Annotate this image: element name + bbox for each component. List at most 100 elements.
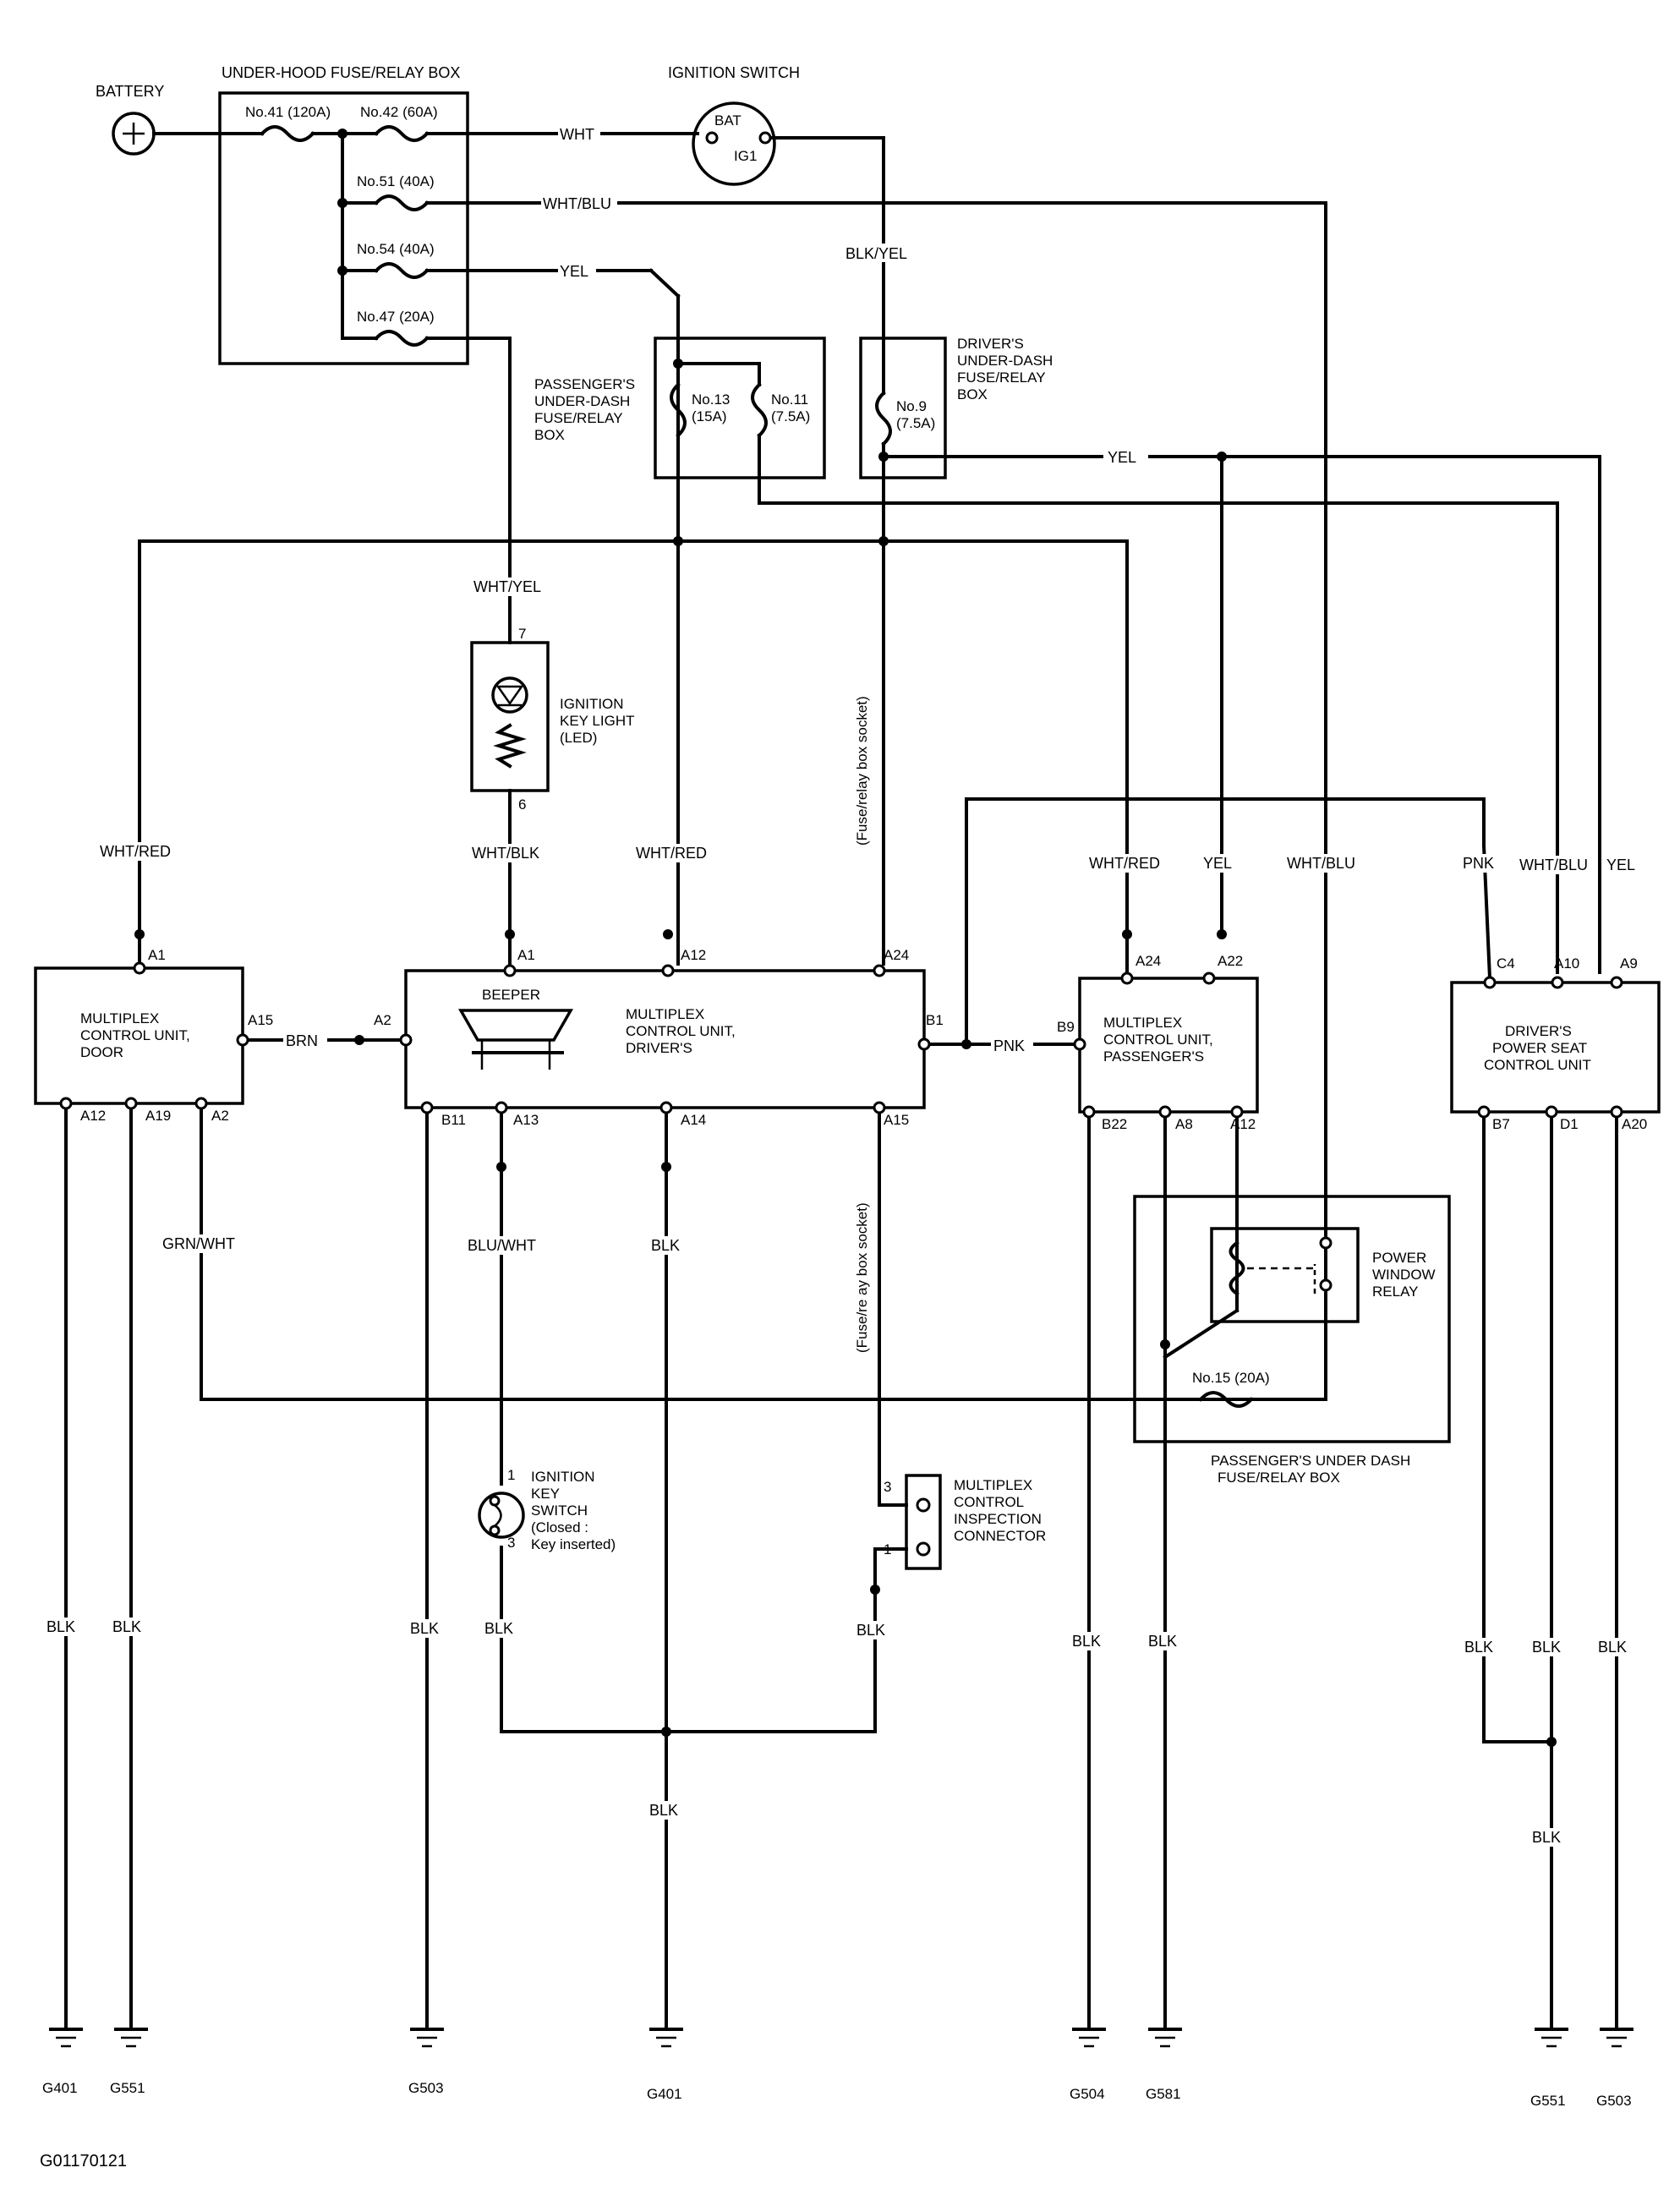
drivers-pin-a24: A24 — [884, 947, 909, 963]
key-switch-label-4: (Closed : — [531, 1519, 588, 1535]
wire-wht-red-right: WHT/RED — [1089, 855, 1160, 872]
ignition-bat-label: BAT — [714, 112, 741, 129]
passengers-unit-label-1: MULTIPLEX — [1103, 1015, 1182, 1031]
battery-symbol — [112, 112, 156, 156]
wire-yel-pass: YEL — [1203, 855, 1232, 872]
inspection-label-2: CONTROL — [954, 1494, 1024, 1510]
wire-blk-6: BLK — [649, 1802, 678, 1819]
wire-grn-wht: GRN/WHT — [162, 1235, 235, 1252]
fuse-13-label: No.13 — [692, 391, 730, 408]
labels: BATTERY UNDER-HOOD FUSE/RELAY BOX No.41 … — [40, 64, 1647, 2170]
wire-wht-blu-pass: WHT/BLU — [1287, 855, 1355, 872]
junctions — [59, 129, 1623, 1747]
fuse-15-label: No.15 (20A) — [1192, 1370, 1270, 1386]
wire-blk-a14: BLK — [651, 1237, 680, 1254]
relay-label-3: RELAY — [1372, 1284, 1419, 1300]
inspection-pin-3: 3 — [884, 1479, 891, 1495]
wire-blk-9: BLK — [1464, 1639, 1493, 1656]
fuse-54-label: No.54 (40A) — [357, 241, 435, 257]
drivers-pin-a15: A15 — [884, 1112, 909, 1128]
drivers-pin-a2: A2 — [374, 1012, 391, 1028]
key-light-label-3: (LED) — [560, 730, 597, 746]
wire-blk-yel: BLK/YEL — [845, 245, 907, 262]
key-switch-pin-1: 1 — [507, 1467, 515, 1483]
wire-blk-3: BLK — [410, 1620, 439, 1637]
wire-blk-12: BLK — [1532, 1829, 1561, 1846]
passengers-pin-a12: A12 — [1230, 1116, 1256, 1132]
wire-wht-red-left: WHT/RED — [100, 843, 171, 860]
door-pin-a12: A12 — [80, 1108, 106, 1124]
fuse-11-rating: (7.5A) — [771, 408, 810, 424]
key-switch-pin-3: 3 — [507, 1535, 515, 1551]
socket-upper-label: (Fuse/relay box socket) — [854, 696, 870, 846]
ground-g503-b: G503 — [1596, 2093, 1632, 2109]
beeper-symbol — [457, 1009, 574, 1042]
passenger-fuse-box-title-4: BOX — [534, 427, 565, 443]
ground-g401-a: G401 — [42, 2080, 78, 2096]
key-light-pin-bottom: 6 — [518, 796, 526, 813]
key-switch-label-1: IGNITION — [531, 1469, 595, 1485]
driver-fuse-box-title-1: DRIVER'S — [957, 336, 1024, 352]
key-switch-symbol — [478, 1492, 525, 1539]
inspection-label-1: MULTIPLEX — [954, 1477, 1032, 1493]
door-pin-a19: A19 — [145, 1108, 171, 1124]
key-light-label-2: KEY LIGHT — [560, 713, 635, 729]
ignition-switch-title: IGNITION SWITCH — [668, 64, 800, 81]
ground-g581: G581 — [1146, 2086, 1181, 2102]
wire-wht-blu-top: WHT/BLU — [543, 195, 611, 212]
wire-yel-top: YEL — [560, 263, 588, 280]
passengers-pin-b22: B22 — [1102, 1116, 1127, 1132]
wire-blk-4: BLK — [484, 1620, 513, 1637]
wire-blk-10: BLK — [1532, 1639, 1561, 1656]
ground-g401-b: G401 — [647, 2086, 682, 2102]
door-pin-a15: A15 — [248, 1012, 273, 1028]
drivers-pin-a1: A1 — [517, 947, 535, 963]
seat-unit-label-3: CONTROL UNIT — [1484, 1057, 1591, 1073]
passengers-pin-b9: B9 — [1057, 1019, 1075, 1035]
door-pin-a2: A2 — [211, 1108, 229, 1124]
fuse-42-label: No.42 (60A) — [360, 104, 438, 120]
socket-lower-label: (Fuse/re ay box socket) — [854, 1202, 870, 1353]
wire-blk-7: BLK — [1072, 1633, 1101, 1650]
drivers-pin-a14: A14 — [681, 1112, 706, 1128]
wire-blk-2: BLK — [112, 1618, 141, 1635]
fuse-13-rating: (15A) — [692, 408, 727, 424]
relay-label-1: POWER — [1372, 1250, 1426, 1266]
passenger-fuse-box-title-1: PASSENGER'S — [534, 376, 635, 392]
wire-pnk-seat: PNK — [1463, 855, 1494, 872]
ground-g551-b: G551 — [1530, 2093, 1566, 2109]
inspection-pin-1: 1 — [884, 1541, 891, 1557]
wire-wht-blu-seat: WHT/BLU — [1519, 857, 1588, 873]
seat-unit-label-2: POWER SEAT — [1492, 1040, 1587, 1056]
wires — [64, 132, 1618, 2031]
ground-g503-a: G503 — [408, 2080, 444, 2096]
ground-symbols — [49, 2028, 1633, 2048]
beeper-label: BEEPER — [482, 987, 540, 1003]
ground-g551-a: G551 — [110, 2080, 145, 2096]
seat-pin-a10: A10 — [1554, 955, 1579, 972]
passengers-unit-label-3: PASSENGER'S — [1103, 1048, 1204, 1065]
inspection-label-4: CONNECTOR — [954, 1528, 1046, 1544]
drivers-unit-label-1: MULTIPLEX — [626, 1006, 704, 1022]
seat-pin-a9: A9 — [1620, 955, 1638, 972]
relay-label-2: WINDOW — [1372, 1267, 1436, 1283]
door-unit-label-1: MULTIPLEX — [80, 1010, 159, 1026]
relay-box-label-1: PASSENGER'S UNDER DASH — [1211, 1453, 1410, 1469]
driver-fuse-box-title-2: UNDER-DASH — [957, 353, 1053, 369]
door-pin-a1: A1 — [148, 947, 166, 963]
led-symbol — [491, 676, 528, 714]
key-light-pin-top: 7 — [518, 626, 526, 642]
ignition-switch-symbol — [692, 101, 776, 186]
fuse-9-rating: (7.5A) — [896, 415, 935, 431]
wire-blu-wht: BLU/WHT — [468, 1237, 536, 1254]
figure-code: G01170121 — [40, 2152, 127, 2170]
wire-blk-8: BLK — [1148, 1633, 1177, 1650]
wire-wht-red-mid: WHT/RED — [636, 845, 707, 862]
seat-pin-b7: B7 — [1492, 1116, 1510, 1132]
drivers-pin-b11: B11 — [441, 1112, 466, 1128]
fuse-47-label: No.47 (20A) — [357, 309, 435, 325]
drivers-unit-label-2: CONTROL UNIT, — [626, 1023, 736, 1039]
passengers-pin-a24: A24 — [1136, 953, 1161, 969]
ignition-ig1-label: IG1 — [734, 148, 757, 164]
